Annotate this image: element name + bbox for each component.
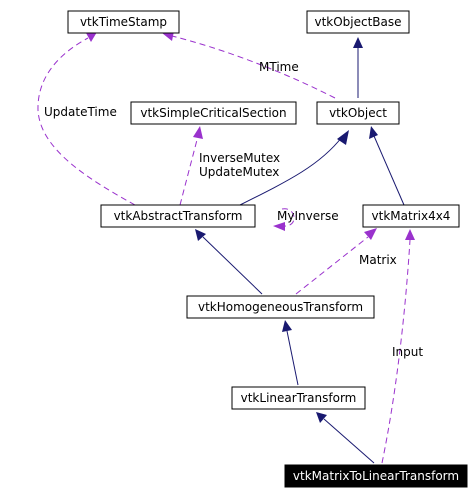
edge-label-mtime: MTime	[259, 60, 299, 74]
node-label: vtkSimpleCriticalSection	[140, 106, 286, 120]
node-label: vtkMatrixToLinearTransform	[293, 469, 459, 483]
edge-label-update-time: UpdateTime	[44, 105, 117, 119]
node-vtk-time-stamp[interactable]: vtkTimeStamp	[67, 10, 180, 34]
node-vtk-homogeneous-transform[interactable]: vtkHomogeneousTransform	[186, 295, 375, 319]
node-label: vtkObjectBase	[314, 15, 401, 29]
node-vtk-abstract-transform[interactable]: vtkAbstractTransform	[100, 204, 256, 228]
edge-abstracttransform-uses-timestamp-updatetime	[37, 32, 136, 206]
node-label: vtkObject	[329, 106, 387, 120]
node-vtk-matrix-to-linear-transform[interactable]: vtkMatrixToLinearTransform	[284, 464, 468, 488]
node-vtk-object[interactable]: vtkObject	[316, 101, 400, 125]
edge-abstracttransform-uses-criticalsection	[179, 126, 203, 206]
edge-label-my-inverse: MyInverse	[277, 209, 339, 223]
edge-object-uses-timestamp-mtime	[162, 31, 336, 99]
edge-abstracttransform-to-object	[239, 130, 349, 206]
node-vtk-simple-critical-section[interactable]: vtkSimpleCriticalSection	[130, 101, 297, 125]
edge-abstracttransform-self-myinverse	[273, 208, 295, 231]
edge-homogeneous-uses-matrix4x4	[295, 228, 377, 295]
node-vtk-object-base[interactable]: vtkObjectBase	[306, 10, 410, 34]
edge-matrixtolinear-uses-matrix4x4-input	[381, 229, 415, 464]
node-vtk-linear-transform[interactable]: vtkLinearTransform	[231, 386, 366, 410]
edge-object-to-objectbase	[353, 37, 363, 98]
node-label: vtkLinearTransform	[241, 391, 357, 405]
edge-label-matrix: Matrix	[359, 253, 397, 267]
node-vtk-matrix4x4[interactable]: vtkMatrix4x4	[362, 204, 460, 228]
node-label: vtkMatrix4x4	[372, 209, 451, 223]
edge-label-inverse-mutex: InverseMutex	[199, 151, 280, 165]
node-label: vtkAbstractTransform	[114, 209, 243, 223]
edge-matrixtolinear-to-linear	[316, 412, 375, 464]
edge-label-input: Input	[392, 345, 423, 359]
edge-label-update-mutex: UpdateMutex	[199, 165, 279, 179]
node-label: vtkTimeStamp	[80, 15, 167, 29]
edge-homogeneous-to-abstracttransform	[195, 229, 263, 295]
edge-linear-to-homogeneous	[282, 320, 299, 386]
edge-matrix4x4-to-object	[369, 126, 405, 206]
node-label: vtkHomogeneousTransform	[198, 300, 363, 314]
